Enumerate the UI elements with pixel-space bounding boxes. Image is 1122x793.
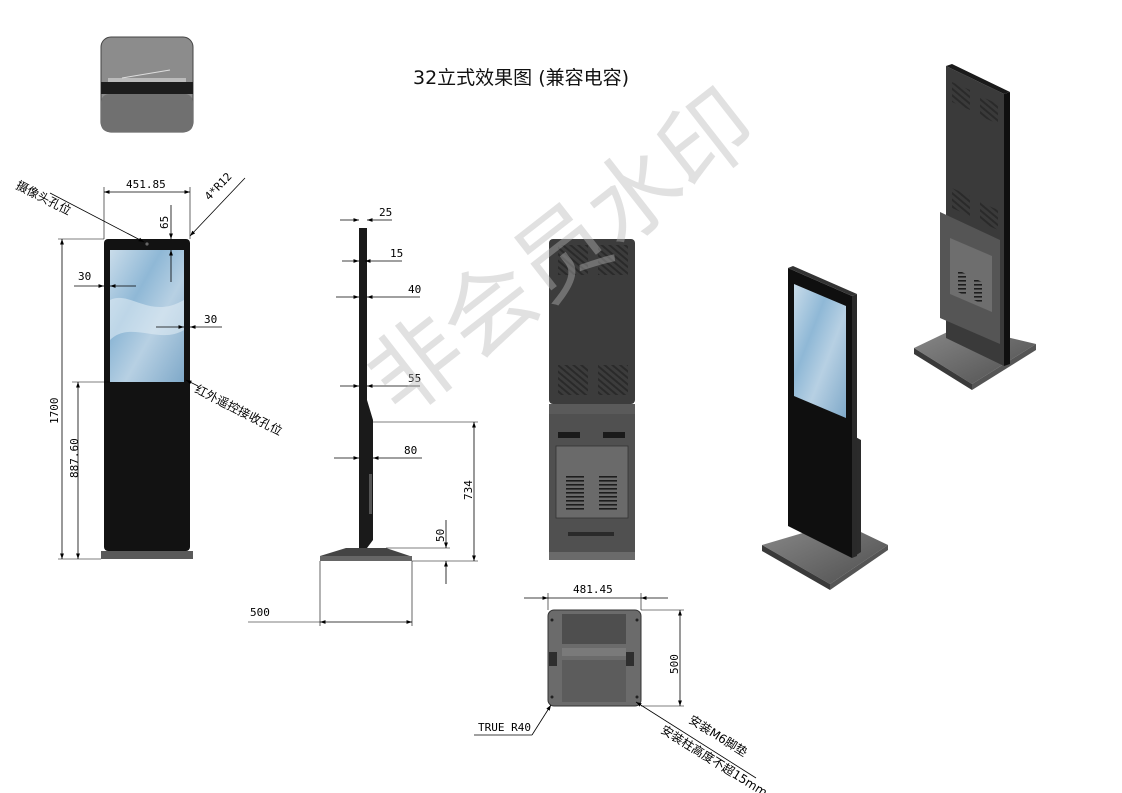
dim-500-bottom: 500	[668, 654, 681, 674]
back-view	[549, 239, 635, 560]
dim-30-right: 30	[204, 313, 217, 326]
dim-30-left: 30	[78, 270, 91, 283]
dim-50: 50	[434, 529, 447, 542]
dim-15: 15	[390, 247, 403, 260]
dim-451-85: 451.85	[126, 178, 166, 191]
dim-65: 65	[158, 216, 171, 229]
dim-887-60: 887.60	[68, 438, 81, 478]
top-detail-thumbnail	[100, 36, 194, 133]
iso-back-view	[914, 64, 1036, 390]
front-view: 451.85 4*R12 65 摄像头孔位 30 30 1700 887.60 …	[14, 170, 285, 560]
camera-hole-label: 摄像头孔位	[14, 177, 74, 218]
dim-4r12: 4*R12	[202, 170, 234, 203]
ir-receiver-label: 红外遥控接收孔位	[193, 381, 285, 438]
iso-front-view	[762, 266, 888, 590]
side-view: 25 15 40 55 80 734 50 500	[248, 206, 478, 626]
bottom-view: 481.45 500 TRUE R40 安装M6脚垫 安装柱高度不超15mm	[474, 583, 770, 793]
dim-true-r40: TRUE R40	[478, 721, 531, 734]
page-title: 32立式效果图 (兼容电容)	[413, 67, 629, 89]
dim-481-45: 481.45	[573, 583, 613, 596]
dim-80: 80	[404, 444, 417, 457]
dim-55: 55	[408, 372, 421, 385]
dim-734: 734	[462, 480, 475, 500]
dim-500-side: 500	[250, 606, 270, 619]
dim-1700: 1700	[48, 398, 61, 425]
camera-hole	[145, 242, 149, 246]
dim-25: 25	[379, 206, 392, 219]
dim-40: 40	[408, 283, 421, 296]
